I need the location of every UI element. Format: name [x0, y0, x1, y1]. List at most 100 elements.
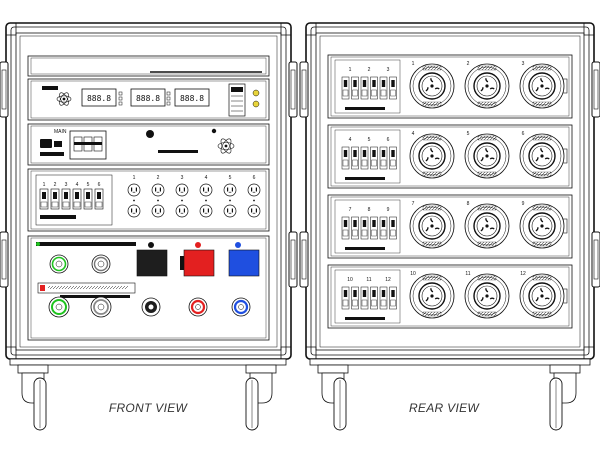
breaker-number: 4 [76, 182, 79, 188]
twistlock-number: 1 [412, 61, 415, 67]
meter-readout-3: 888.8 [180, 94, 204, 103]
front-corner-brackets [6, 23, 291, 359]
twistlock-number: 7 [412, 201, 415, 207]
meter-display-3: 888.8 [174, 88, 210, 107]
breaker-number: 5 [87, 182, 90, 188]
rear-breaker [389, 76, 397, 100]
rear-breaker [341, 286, 350, 310]
indicator-lamp-icon [252, 100, 260, 108]
grey-powercon-out-icon [90, 296, 112, 318]
main-switch-icon [40, 139, 52, 148]
camlok-cover-black [136, 242, 168, 277]
twistlock-receptacle-icon: 9 [519, 201, 565, 249]
camlok-cover-blue [228, 242, 260, 277]
rear-breaker [360, 76, 369, 100]
rear-breaker [341, 146, 350, 170]
camlok-red-icon [188, 297, 208, 317]
twistlock-number: 6 [522, 131, 525, 137]
receptacle-number: 4 [205, 175, 208, 181]
twistlock-receptacle-icon: 10 [409, 271, 455, 319]
twistlock-number: 3 [522, 61, 525, 67]
panel-logo [217, 138, 235, 154]
rear-breaker-number: 2 [368, 67, 371, 73]
rear-right-handles [591, 61, 600, 288]
branch-breaker: 2 [50, 182, 60, 210]
rear-breaker [360, 286, 369, 310]
meter-label-plate [42, 86, 58, 90]
branch-breakers: 1 2 3 4 5 6 [39, 182, 104, 210]
rear-corner-brackets [306, 23, 594, 359]
phase-leds [118, 91, 171, 106]
breaker-number: 3 [65, 182, 68, 188]
branch-breaker: 1 [39, 182, 49, 210]
rear-breaker [341, 76, 350, 100]
rear-breaker-number: 5 [368, 137, 371, 143]
front-left-handles [0, 61, 9, 288]
rear-left-handles [299, 61, 309, 288]
caster-left-icon [317, 364, 349, 431]
meter-readout-2: 888.8 [136, 94, 160, 103]
twistlock-number: 4 [412, 131, 415, 137]
meter-panel: 888.8 888.8 888.8 [27, 78, 270, 121]
rear-breaker-number: 11 [366, 277, 371, 283]
front-right-handles [288, 61, 298, 288]
branch-breaker: 6 [94, 182, 104, 210]
breaker-number: 2 [54, 182, 57, 188]
twistlock-receptacle-icon: 8 [464, 201, 510, 249]
rear-breaker-number: 12 [385, 277, 391, 283]
caster-left-icon [17, 364, 49, 431]
meter-readout-1: 888.8 [87, 94, 111, 103]
breaker-number: 6 [98, 182, 101, 188]
rear-breaker-number: 7 [349, 207, 352, 213]
rear-breaker [370, 146, 378, 170]
meter-display-2: 888.8 [130, 88, 166, 107]
rear-breaker [370, 286, 378, 310]
front-blank-panel [27, 55, 270, 77]
rear-breaker [360, 216, 369, 240]
receptacle-number: 1 [133, 175, 136, 181]
duplex-receptacle-icon: 5 [223, 175, 237, 218]
rear-breaker-number: 1 [349, 67, 352, 73]
rear-breaker [351, 216, 359, 240]
indicator-lamp-icon [252, 89, 260, 97]
twistlock-receptacle-icon: 4 [409, 131, 455, 179]
rear-casters [309, 358, 591, 431]
rear-view-caption: REAR VIEW [409, 401, 480, 415]
rear-breaker-number: 9 [387, 207, 390, 213]
connector-panel [27, 235, 270, 341]
main-breaker-panel: MAIN [27, 123, 270, 166]
camlok-cover-red [180, 242, 215, 277]
rear-breaker [341, 216, 350, 240]
branch-breaker: 5 [83, 182, 93, 210]
twistlock-number: 2 [467, 61, 470, 67]
duplex-receptacle-icon: 4 [199, 175, 213, 218]
twistlock-number: 11 [465, 271, 470, 277]
meter-selector [228, 83, 246, 117]
rear-breaker [389, 216, 397, 240]
twistlock-receptacle-icon: 7 [409, 201, 455, 249]
breaker-number: 1 [43, 182, 46, 188]
twistlock-number: 8 [467, 201, 470, 207]
receptacle-number: 5 [229, 175, 232, 181]
twistlock-number: 12 [520, 271, 526, 277]
twistlock-receptacle-icon: 6 [519, 131, 565, 179]
receptacle-number: 6 [253, 175, 256, 181]
rear-breaker-number: 4 [349, 137, 352, 143]
twistlock-receptacle-icon: 1 [409, 61, 455, 109]
company-logo [56, 92, 72, 106]
duplex-receptacle-icon: 2 [151, 175, 165, 218]
twistlock-receptacle-icon: 2 [464, 61, 510, 109]
rear-case [299, 22, 600, 360]
rear-breaker-number: 6 [387, 137, 390, 143]
rear-breaker [379, 76, 388, 100]
rear-breaker [370, 76, 378, 100]
rear-breaker [389, 286, 397, 310]
rear-breaker [370, 216, 378, 240]
twistlock-number: 10 [410, 271, 416, 277]
